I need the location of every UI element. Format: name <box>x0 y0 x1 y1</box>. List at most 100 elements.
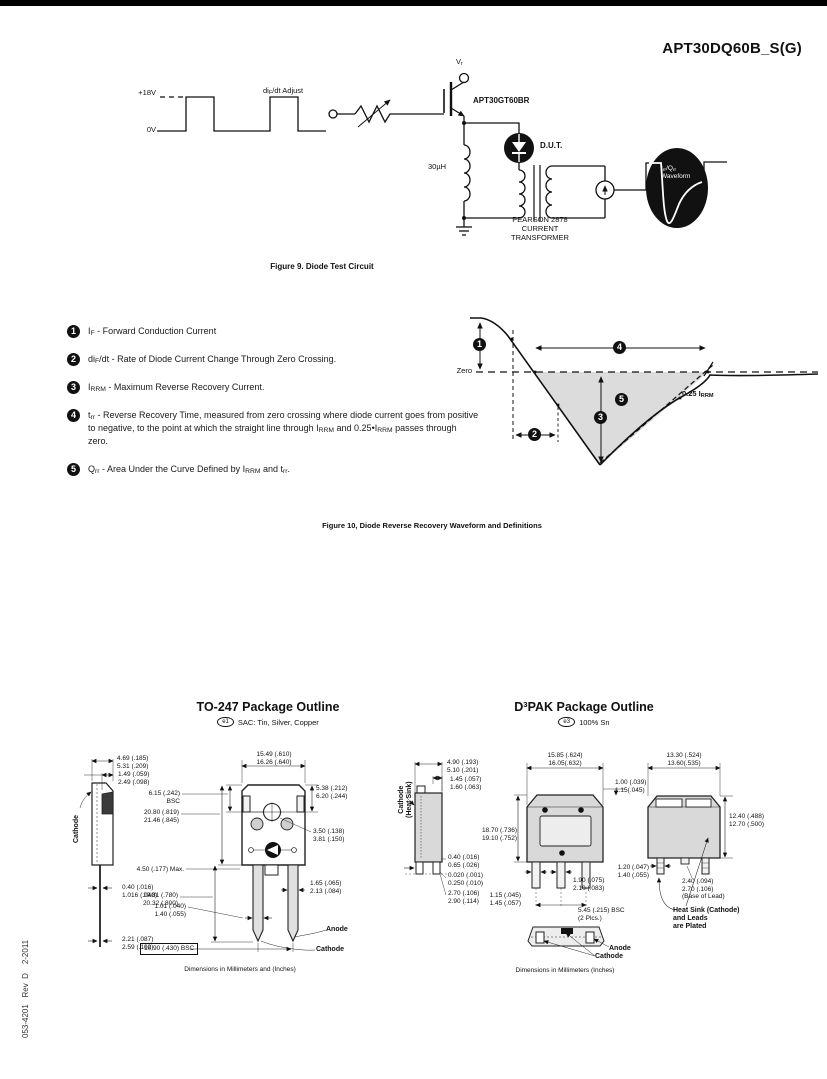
list-item: 4 trr - Reverse Recovery Time, measured … <box>67 409 479 448</box>
input-terminal <box>328 109 338 119</box>
dim-label: 18.70 (.736) 19.10 (.752) <box>481 827 517 842</box>
item-text: IRRM - Maximum Reverse Recovery Current. <box>88 382 265 394</box>
dim-label: 3.50 (.138) 3.81 (.150) <box>313 828 345 843</box>
difdt-adjust-label: diF/dt Adjust <box>263 86 304 96</box>
d3pak-lead <box>531 861 541 889</box>
marker-1: 1 <box>473 338 486 351</box>
square-wave <box>157 96 326 132</box>
definitions-list: 1 IF - Forward Conduction Current 2 diF/… <box>67 325 479 491</box>
dim-label: 15.49 (.610) 16.26 (.640) <box>256 751 292 766</box>
dim-label: 1.90 (.075) 2.10 (.083) <box>573 877 605 892</box>
vr-label: Vr <box>456 57 463 67</box>
dim-label: 1.20 (.047) 1.40 (.055) <box>617 864 649 879</box>
document-reference: 053-4201 Rev D 2-2011 <box>21 939 30 1038</box>
curve-points <box>510 337 710 407</box>
marker-5: 5 <box>615 393 628 406</box>
igbt-label: APT30GT60BR <box>473 96 530 105</box>
page-top-border <box>0 0 827 6</box>
anode-label: Anode <box>326 926 348 933</box>
item-number: 2 <box>67 353 80 366</box>
transformer-label: PEARSON 2878 CURRENT TRANSFORMER <box>511 215 569 242</box>
list-item: 5 Qrr - Area Under the Curve Defined by … <box>67 463 479 476</box>
dim-label: 6.15 (.242) BSC <box>148 790 180 805</box>
item-number: 5 <box>67 463 80 476</box>
figure9-caption: Figure 9. Diode Test Circuit <box>270 262 374 271</box>
list-item: 2 diF/dt - Rate of Diode Current Change … <box>67 353 479 366</box>
dim-label: 1.49 (.059) 2.49 (.098) <box>118 771 150 786</box>
e3-finish-icon: e3 <box>558 717 576 727</box>
dim-label: 4.90 (.193) 5.10 (.201) <box>447 759 479 774</box>
to247-finish: e1 SAC: Tin, Silver, Copper <box>118 717 418 727</box>
scope-waveform-label: trr/Qrr Waveform <box>661 165 691 180</box>
dim-label: 1.00 (.039) 1.15(.045) <box>615 779 647 794</box>
dut-label: D.U.T. <box>540 141 563 150</box>
rheostat <box>354 104 444 124</box>
dim-label: 1.15 (.045) 1.45 (.057) <box>489 892 521 907</box>
figure9-test-circuit: diF/dt Adjust Vr trr/Qrr Waveform Figure… <box>60 45 808 280</box>
d3pak-finish: e3 100% Sn <box>448 717 720 727</box>
transformer-secondary <box>545 165 553 219</box>
test-circuit-drawing <box>157 72 727 236</box>
to247-finish-text: SAC: Tin, Silver, Copper <box>237 717 319 727</box>
dim-label: 4.69 (.185) 5.31 (.209) <box>117 755 149 770</box>
marker-4: 4 <box>613 341 626 354</box>
dimensions-note: Dimensions in Millimeters and (Inches) <box>184 966 296 973</box>
dim-label: 12.40 (.488) 12.70 (.500) <box>729 813 765 828</box>
vr-terminal <box>458 72 470 84</box>
dim-label: 0.40 (.016) 1.016 (.040) <box>122 884 158 899</box>
inductor-label: 30µH <box>428 162 447 171</box>
to247-outline-drawing: 4.69 (.185) 5.31 (.209)1.49 (.059) 2.49 … <box>60 750 410 990</box>
d3pak-side-body <box>414 792 443 863</box>
item-number: 3 <box>67 381 80 394</box>
dim-label: 1.65 (.065) 2.13 (.084) <box>310 880 342 895</box>
anode-label: Anode <box>609 945 631 952</box>
v-high-label: +18V <box>138 88 156 97</box>
v-low-label: 0V <box>146 125 156 134</box>
cathode-label: Cathode <box>595 953 623 960</box>
dim-label: 19.81 (.780) 20.32 (.800) <box>142 892 178 907</box>
d3pak-lead <box>556 861 566 889</box>
item-text: Qrr - Area Under the Curve Defined by IR… <box>88 464 291 476</box>
recovery-curve <box>599 373 819 466</box>
dim-label: 2.40 (.094) 2.70 (.106) (Base of Lead) <box>682 878 725 901</box>
dim-label: 5.45 (.215) BSC (2 Plcs.) <box>578 907 625 922</box>
dimensions-note: Dimensions in Millimeters (Inches) <box>515 967 615 974</box>
cathode-label: Cathode <box>316 946 344 953</box>
item-number: 1 <box>67 325 80 338</box>
dim-label: 0.020 (.001) 0.250 (.010) <box>448 872 484 887</box>
dim-label: 5.38 (.212) 6.20 (.244) <box>316 785 348 800</box>
dim-label: 1.45 (.057) 1.60 (.063) <box>450 776 482 791</box>
irrm-025-label: 0.25 IRRM <box>682 389 714 399</box>
cathode-side-label: Cathode (Heat Sink) <box>398 781 413 818</box>
part-number: APT30DQ60B_S(G) <box>662 40 802 57</box>
e1-finish-icon: e1 <box>217 717 234 727</box>
d3pak-finish-text: 100% Sn <box>579 717 610 727</box>
dim-label: 1.01 (.040) 1.40 (.055) <box>154 903 186 918</box>
dim-label: 0.40 (.016) 0.65 (.026) <box>448 854 480 869</box>
to247-linework <box>79 758 327 952</box>
d3pak-outline-drawing: 4.90 (.193) 5.10 (.201) 1.45 (.057) 1.60 … <box>395 750 823 990</box>
dim-label: 13.30 (.524) 13.60(.535) <box>666 752 702 767</box>
dim-label: 10.90 (.430) BSC <box>140 943 199 955</box>
zero-label: Zero <box>456 366 472 375</box>
item-text: trr - Reverse Recovery Time, measured fr… <box>88 410 479 446</box>
dim-label: 4.50 (.177) Max. <box>136 866 184 873</box>
recovery-trace <box>649 162 703 225</box>
inductor-coil <box>463 144 471 202</box>
dim-label: 20.80 (.819) 21.46 (.845) <box>143 809 179 824</box>
d3pak-title: D3PAK Package Outline <box>514 700 654 714</box>
plating-note: Heat Sink (Cathode) and Leads are Plated <box>673 907 740 930</box>
dim-label: 2.21 (.087) 2.59 (.102) <box>122 936 154 951</box>
dim-label: 15.85 (.624) 16.05(.632) <box>547 752 583 767</box>
rheostat-arrow <box>357 99 391 128</box>
list-item: 3 IRRM - Maximum Reverse Recovery Curren… <box>67 381 479 394</box>
cathode-side-label: Cathode <box>73 815 80 843</box>
waveform-plot <box>470 317 819 466</box>
figure10-caption: Figure 10, Diode Reverse Recovery Wavefo… <box>322 521 542 530</box>
d3pak-header: D3PAK Package Outline e3 100% Sn <box>448 700 720 727</box>
current-fall-curve <box>470 317 601 466</box>
list-item: 1 IF - Forward Conduction Current <box>67 325 479 338</box>
item-text: diF/dt - Rate of Diode Current Change Th… <box>88 354 337 366</box>
scope-bubble <box>646 148 708 228</box>
